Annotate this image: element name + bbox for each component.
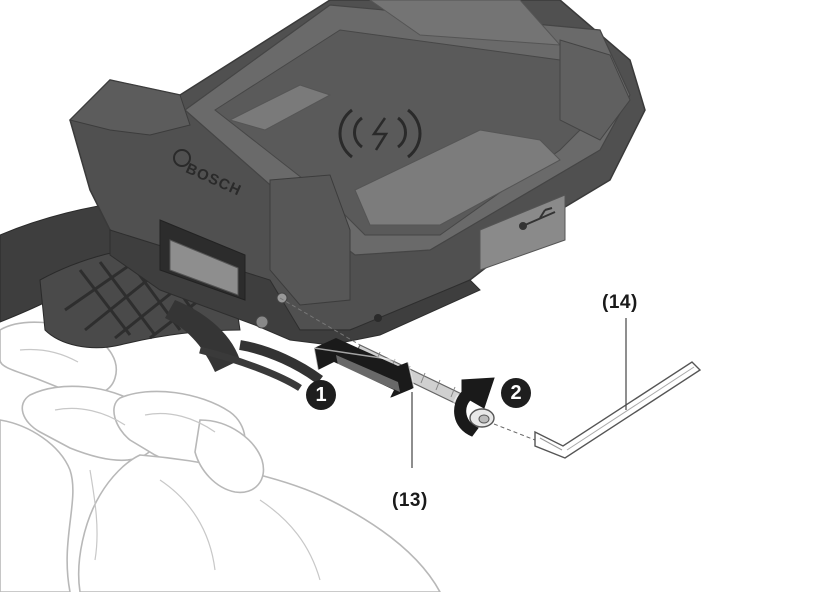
glove-outline (0, 321, 441, 592)
phone-holder (69, 0, 646, 346)
step-2-badge: 2 (501, 378, 531, 408)
glove-detail-lines (19, 348, 321, 581)
callout-hex-key: (14) (602, 292, 638, 313)
usb-symbol (519, 207, 556, 230)
step-1-badge: 1 (306, 380, 336, 410)
callout-screw: (13) (392, 490, 428, 511)
wireless-charging-symbol (338, 108, 422, 159)
push-arrow-icon (313, 338, 415, 399)
rotate-arrow-icon (451, 377, 495, 441)
hex-key (534, 318, 702, 459)
bosch-logo-icon (173, 149, 191, 167)
